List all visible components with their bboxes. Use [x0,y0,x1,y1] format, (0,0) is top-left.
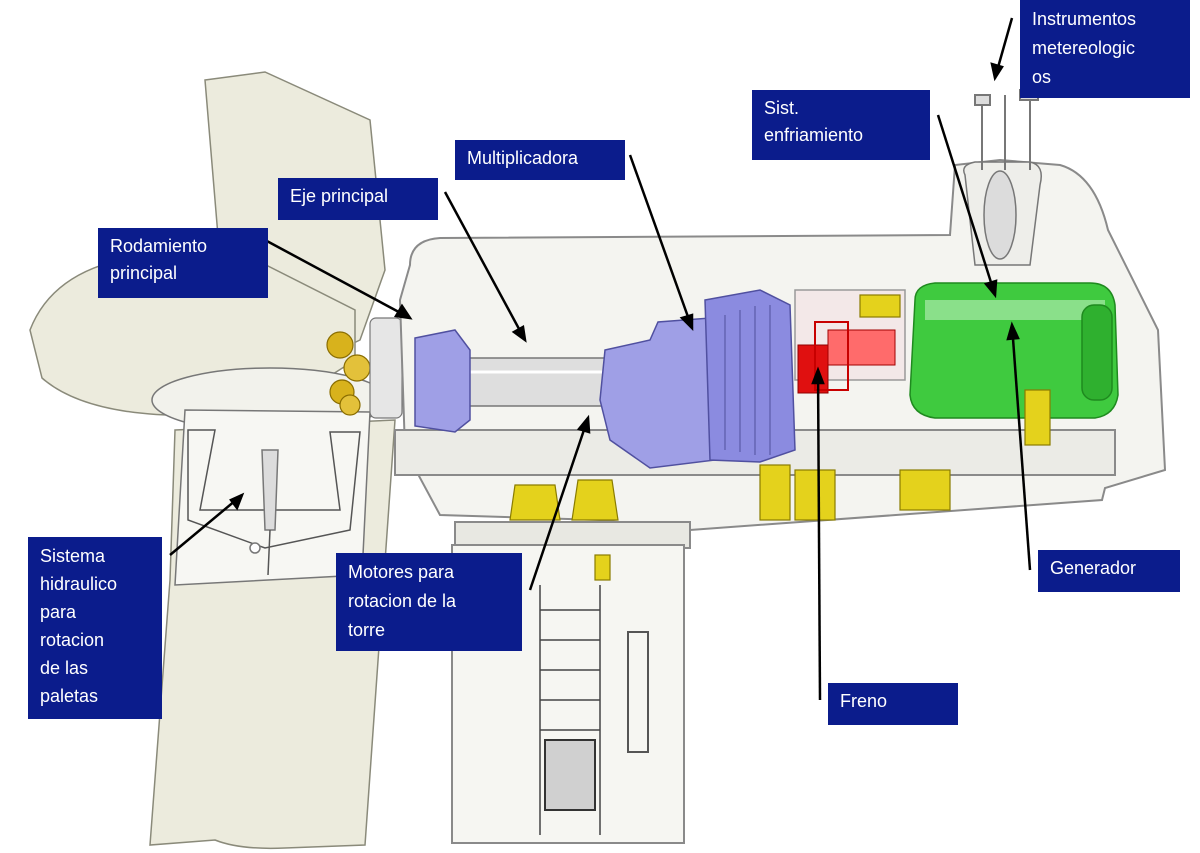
arrow-eje [443,191,527,341]
label-motores-rotacion-torre: Motores para rotacion de la torre [336,553,522,651]
arrow-hidraulico [169,494,243,556]
yaw-motor-2 [571,479,619,521]
label-rodamiento-principal: Rodamiento principal [98,228,268,298]
shaft-tube [439,357,631,407]
hydraulic-unit-1 [759,464,791,521]
tower-door-frame [627,631,649,753]
hydraulic-unit-5 [859,294,901,318]
generator-highlight [925,300,1105,320]
label-eje-principal: Eje principal [278,178,438,220]
bearing-gear-1 [326,331,354,359]
bearing-gear-4 [339,394,361,416]
label-multiplicadora: Multiplicadora [455,140,625,180]
arrow-multiplicadora [628,154,694,329]
tower-top-plate [454,521,691,549]
tower-cable-bundle [544,739,596,811]
yaw-motors [509,294,1051,581]
hydraulic-unit-6 [594,554,611,581]
label-freno: Freno [828,683,958,725]
gearbox-rear [704,289,796,463]
yaw-motor-1 [509,484,561,521]
hub [151,367,389,586]
arrow-rodamiento [264,238,411,320]
bearing-gear-2 [343,354,371,382]
bearing-flange [369,317,403,419]
cooling-fan [983,170,1017,260]
brake-shaft [827,329,896,366]
generator-rear-cap [1081,304,1113,401]
pitch-cylinder [261,449,279,531]
pitch-joint [249,542,261,554]
label-sist-enfriamiento: Sist. enfriamiento [752,90,930,160]
gearbox-cooling-fins [724,305,771,455]
main-bearing-assembly [326,317,403,419]
shaft-bearing-housing [414,329,471,433]
cooling-system [963,161,1042,266]
arrow-enfriamiento [936,114,997,296]
hydraulic-unit-2 [794,469,836,521]
arrow-generador [1010,324,1032,571]
brake-disc [797,344,829,394]
hub-hydraulic-frame [187,429,361,549]
main-shaft [414,329,631,433]
meteorological-mast [974,89,1039,170]
brake-caliper [814,321,849,391]
tower-ladder [539,585,601,835]
gearbox [599,289,796,469]
hydraulic-unit-3 [899,469,951,511]
pitch-rod [267,529,271,576]
arrow-freno [816,369,822,701]
pointer-arrows [169,17,1032,701]
label-instrumentos-metereologicos: Instrumentos metereologic os [1020,0,1190,98]
label-sistema-hidraulico: Sistema hidraulico para rotacion de las … [28,537,162,719]
hydraulic-unit-4 [1024,389,1051,446]
arrow-motores [528,417,590,591]
label-generador: Generador [1038,550,1180,592]
